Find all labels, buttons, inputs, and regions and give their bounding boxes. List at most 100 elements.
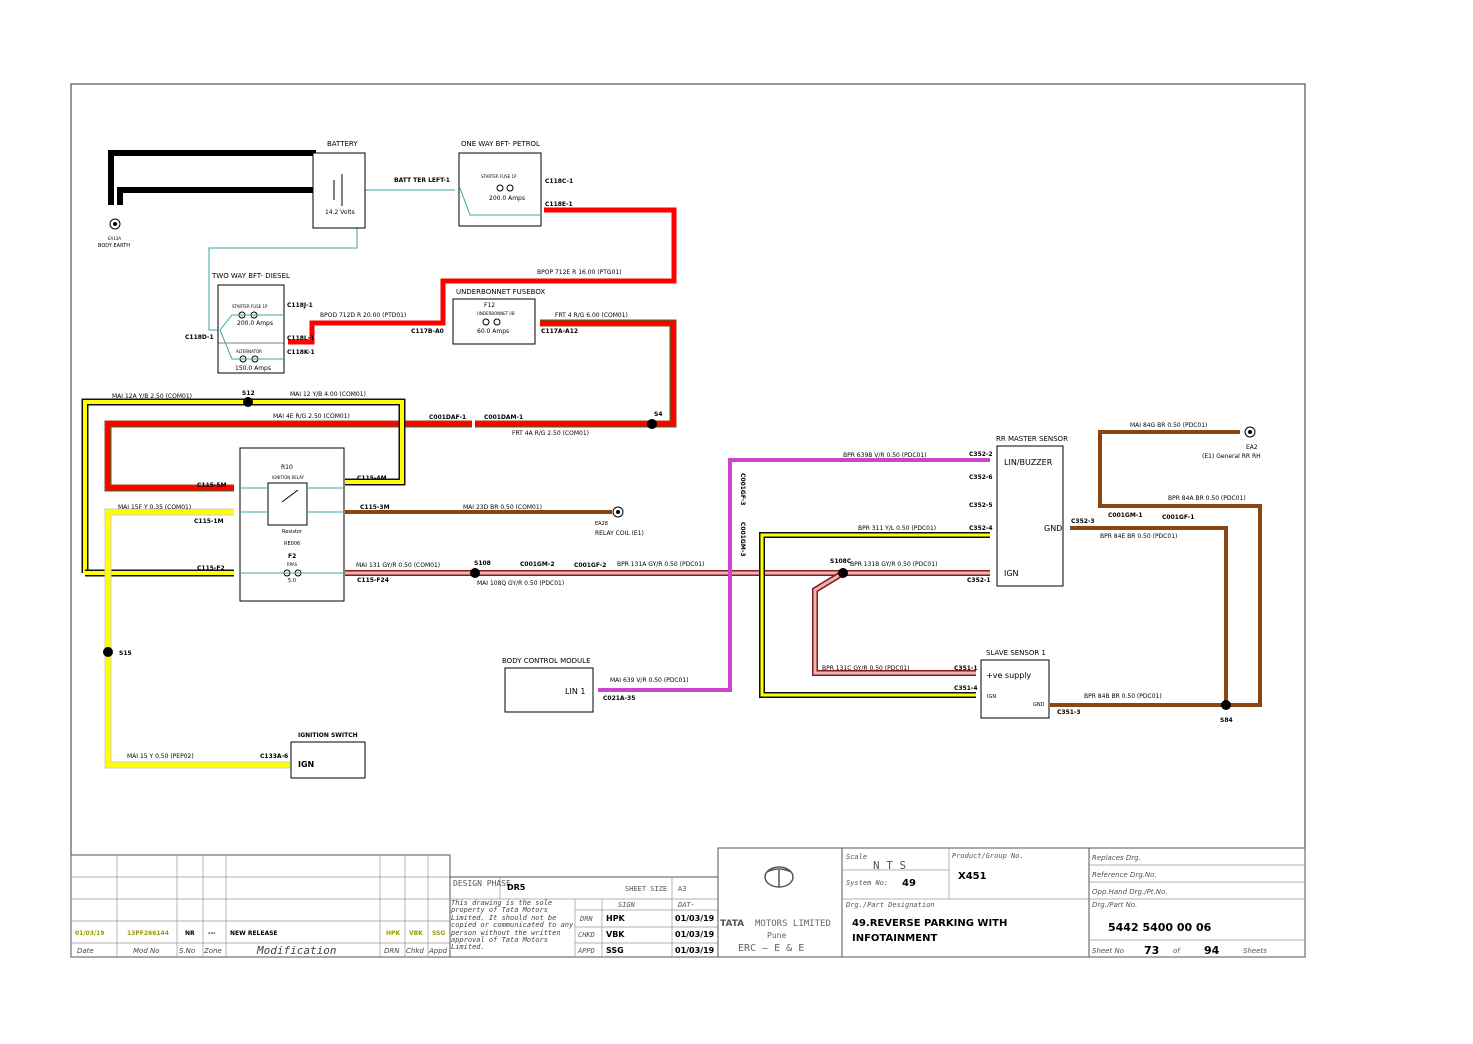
wires (81, 150, 1262, 769)
sign-label: SIGN (618, 901, 636, 909)
designation-line1: 49.REVERSE PARKING WITH (852, 918, 1007, 929)
replaces-label: Replaces Drg. (1092, 854, 1141, 862)
bft-diesel-fuse1: STARTER FUSE 1P (232, 304, 268, 309)
conn-c3513: C351-3 (1057, 709, 1081, 716)
rr-master-pin-ign: IGN (1004, 569, 1019, 578)
sheets-label: Sheets (1243, 947, 1267, 955)
conn-c115f2: C115-F2 (197, 565, 225, 572)
sheet-no-label: Sheet No (1092, 947, 1124, 955)
wire-label-2: BNE 1003B B 16.00 (PTG06) (130, 187, 215, 194)
sheet-no: 73 (1144, 944, 1159, 957)
company-city: Pune (767, 931, 786, 940)
rev-mod-no: 13PF266144 (127, 930, 169, 937)
conn-c001gm2: C001GM-2 (520, 561, 555, 568)
hdr-appd: Appd (428, 947, 448, 955)
wire-label-20: BPR 84E BR 0.50 (PDC01) (1100, 533, 1177, 540)
relay-switch (281, 489, 299, 503)
fusebox-fuse-symbol-b (493, 318, 501, 326)
wire-mai-4e (106, 422, 472, 490)
scale-value: N T S (873, 859, 906, 872)
appd-date: 01/03/19 (675, 946, 715, 955)
bft-diesel-value2: 150.0 Amps (235, 365, 271, 372)
splice-s108 (470, 568, 480, 578)
appd-label: APPD (577, 947, 595, 955)
splices (103, 397, 1231, 710)
conn-c001gf1: C001GF-1 (1162, 514, 1194, 521)
wire-label-8: MAI 4E R/G 2.50 (COM01) (273, 413, 350, 420)
wire-label-22: MAI 639 V/R 0.50 (PDC01) (610, 677, 689, 684)
conn-c3514: C351-4 (954, 685, 978, 692)
system-value: 49 (902, 878, 916, 889)
wire-mai-15 (105, 509, 290, 768)
conn-c133a: C133A-6 (260, 753, 288, 760)
bft-diesel-value1: 200.0 Amps (237, 320, 273, 327)
rev-date: 01/03/19 (75, 930, 104, 937)
battery-voltage: 14.2 Volts (325, 209, 355, 216)
bft-petrol-internal (459, 187, 540, 216)
rr-master-box (996, 445, 1064, 587)
bft-petrol-fuse-symbol-a (496, 184, 504, 192)
earth-ea28-dot (616, 510, 620, 514)
wire-label-17: BPR 131B GY/R 0.50 (PDC01) (850, 561, 937, 568)
conn-s108: S108 (474, 560, 491, 567)
design-phase: DR5 (507, 883, 526, 892)
rr-master-pin-lin: LIN/BUZZER (1004, 458, 1053, 467)
bcm-pin: LIN 1 (565, 687, 585, 696)
rev-drn: HPK (386, 930, 400, 937)
wire-mai-12 (83, 400, 404, 573)
rev-mod: NEW RELEASE (230, 930, 278, 937)
conn-s4: S4 (654, 411, 663, 418)
bft-petrol-title: ONE WAY BFT- PETROL (461, 140, 540, 148)
earth-ea28-icon (612, 506, 624, 518)
company-logo-text: TATA (720, 919, 744, 929)
battery-box (312, 152, 366, 229)
wire-frt-4 (475, 321, 675, 426)
hdr-sno: S.No (179, 947, 195, 955)
wire-bne-1003b (117, 187, 316, 205)
chkd-label: CHKD (578, 931, 595, 939)
splice-s15 (103, 647, 113, 657)
product-label: Product/Group No. (952, 852, 1024, 860)
scale-label: Scale (846, 853, 867, 861)
conn-c001gm3: C001GM-3 (739, 522, 746, 557)
conn-c118j1: C118J-1 (287, 302, 313, 309)
conn-c001dam: C001DAM-1 (484, 414, 523, 421)
conn-c3524: C352-4 (969, 525, 993, 532)
company-frame (717, 847, 843, 958)
conn-c3526: C352-6 (969, 474, 993, 481)
system-label: System No: (846, 879, 888, 887)
components: BATTERY 14.2 Volts ONE WAY BFT- PETROL S… (211, 140, 1068, 779)
relay-name: IGNITION RELAY (272, 475, 305, 480)
bft-petrol-value: 200.0 Amps (489, 195, 525, 202)
drn-label: DRN (579, 915, 593, 923)
wire-label-1: BNE 1003A B 20.00 (PTD01) (130, 150, 215, 157)
relay-fuse-id: F2 (288, 553, 296, 560)
wire-labels: BNE 1003A B 20.00 (PTD01) BNE 1003B B 16… (112, 150, 1246, 760)
earth-ea28-id: EA28 (595, 521, 608, 527)
splice-s84 (1221, 700, 1231, 710)
wire-lin (598, 458, 990, 692)
wire-label-21: BPR 131C GY/R 0.50 (PDC01) (822, 665, 909, 672)
title-block: 01/03/19 13PF266144 HPK VBK SSG NR --- N… (70, 847, 1306, 958)
conn-c3523: C352-3 (1071, 518, 1095, 525)
wire-label-15: BPR 639B V/R 0.50 (PDC01) (843, 452, 927, 459)
earth-ea2-id: EA2 (1246, 444, 1258, 451)
sheet-size-label: SHEET SIZE (625, 885, 667, 893)
fusebox-fuse-symbol-a (482, 318, 490, 326)
slave-pin-supply: +ve supply (986, 671, 1032, 680)
slave-pin-ign: IGN (987, 694, 996, 700)
wire-bne-1003a (108, 150, 316, 205)
conn-c001gf2: C001GF-2 (574, 562, 606, 569)
wire-label-14: BPR 131A GY/R 0.50 (PDC01) (617, 561, 704, 568)
conn-c1155m: C115-5M (197, 482, 227, 489)
fusebox-title: UNDERBONNET FUSEBOX (456, 288, 545, 296)
hdr-date: Date (77, 947, 94, 955)
wire-label-12: MAI 131 GY/R 0.50 (COM01) (356, 562, 440, 569)
wire-label-9: FRT 4A R/G 2.50 (COM01) (512, 430, 589, 437)
relay-resistor-id: RE006 (284, 541, 300, 547)
conn-c1154m: C115-4M (357, 475, 387, 482)
ignition-switch-pin: IGN (298, 760, 314, 769)
conn-c3511: C351-1 (954, 665, 978, 672)
wire-label-16: BPR 311 Y/L 0.50 (PDC01) (858, 525, 936, 532)
